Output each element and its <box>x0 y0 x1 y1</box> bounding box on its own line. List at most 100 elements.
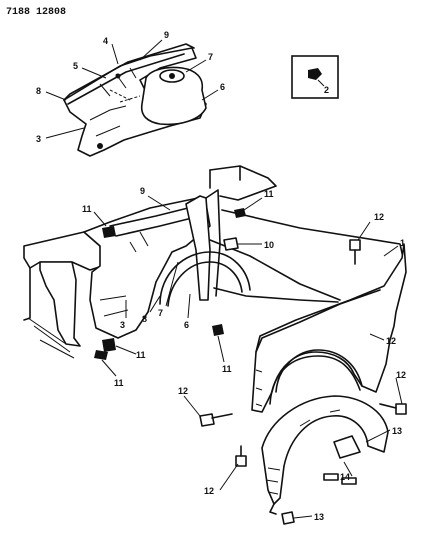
bracket-clip-2 <box>341 477 357 485</box>
cowl-edges <box>209 165 241 189</box>
label-3-main: 3 <box>120 320 125 330</box>
label-9-top: 9 <box>164 30 169 40</box>
bolt-12-right-shank <box>379 403 397 409</box>
nut-11-e <box>94 350 108 360</box>
leader-12-low <box>219 463 239 491</box>
nut-11-b <box>234 208 246 218</box>
wheel-arch-inner <box>159 251 251 305</box>
shock-tower-hole <box>169 73 175 79</box>
label-12-right-upper: 12 <box>386 336 396 346</box>
support-lower-lines <box>27 317 75 359</box>
dashed-guides <box>109 89 141 103</box>
leader-14 <box>343 461 353 477</box>
leader-12-top <box>357 221 371 241</box>
label-12-low: 12 <box>204 486 214 496</box>
leader-13-low <box>293 515 313 519</box>
label-13-right: 13 <box>392 426 402 436</box>
label-7-top: 7 <box>208 52 213 62</box>
label-1: 1 <box>400 238 405 248</box>
apron-panel <box>63 47 207 157</box>
label-11-c: 11 <box>222 364 232 374</box>
label-11-d: 11 <box>136 350 146 360</box>
leader-1 <box>383 245 399 257</box>
leader-4 <box>111 43 119 65</box>
label-14: 14 <box>340 472 350 482</box>
cowl-top <box>209 165 277 201</box>
label-11-b: 11 <box>264 189 274 199</box>
apron-hole <box>97 143 103 149</box>
leader-9 <box>139 39 163 61</box>
label-13-low: 13 <box>314 512 324 522</box>
leader-2 <box>317 79 325 87</box>
splash-shield-details <box>265 409 341 495</box>
inset-box: 2 <box>291 55 339 99</box>
bolt-12-low <box>235 455 247 467</box>
label-4: 4 <box>103 36 108 46</box>
label-6-top: 6 <box>220 82 225 92</box>
label-12-top: 12 <box>374 212 384 222</box>
leader-7 <box>185 59 207 73</box>
label-8-main: 8 <box>142 314 147 324</box>
bolt-12-mid-shank <box>211 413 233 419</box>
bracket-clip-1 <box>323 473 339 481</box>
label-11-a: 11 <box>82 204 92 214</box>
leader-9-main <box>147 195 171 211</box>
label-5: 5 <box>73 61 78 71</box>
wheel-arch-inner2 <box>167 261 243 307</box>
label-6-main: 6 <box>184 320 189 330</box>
inner-apron <box>83 197 211 339</box>
apron-rail-bottom <box>115 215 201 237</box>
cowl-strut <box>185 195 211 301</box>
strut-rear-edge <box>205 189 221 297</box>
nut-11-c <box>212 324 224 336</box>
leader-5 <box>81 67 107 79</box>
diagram-code: 7188 12808 <box>6 7 66 18</box>
bolt-12-top <box>349 239 361 251</box>
support-edge <box>23 267 31 321</box>
leader-6 <box>201 89 219 101</box>
leader-11-b <box>243 197 263 211</box>
leader-6-main <box>187 293 191 319</box>
label-9-main: 9 <box>140 186 145 196</box>
apron-creases <box>89 105 127 137</box>
label-8-top: 8 <box>36 86 41 96</box>
apron-rail-top <box>109 205 197 227</box>
clip-10 <box>223 237 239 251</box>
bolt-12-right <box>395 403 407 415</box>
screw-13-low <box>281 511 295 525</box>
leader-8-main <box>149 295 161 313</box>
leader-11-e <box>101 359 117 377</box>
label-7-main: 7 <box>158 308 163 318</box>
splash-shield <box>261 395 389 505</box>
upper-rail <box>63 43 195 101</box>
leader-12-right <box>395 377 403 405</box>
fender-wheel-lip <box>269 355 361 405</box>
main-assembly: 9 11 11 12 1 10 7 8 6 3 11 11 12 11 12 1… <box>23 165 407 525</box>
leader-11-a <box>93 211 107 227</box>
leader-11-d <box>115 345 137 355</box>
leader-12-mid <box>183 395 201 417</box>
label-12-right: 12 <box>396 370 406 380</box>
label-12-mid: 12 <box>178 386 188 396</box>
top-assembly: 4 9 5 7 8 6 3 <box>36 30 225 157</box>
splash-shield-tail <box>269 503 277 515</box>
liner-bracket <box>333 435 361 459</box>
label-11-e: 11 <box>114 378 124 388</box>
nut-11-d <box>102 338 116 352</box>
leader-12-right-upper <box>369 333 385 341</box>
upper-rail-inner <box>67 53 185 105</box>
fender-front-details <box>255 369 263 407</box>
shock-tower <box>140 66 207 126</box>
label-2: 2 <box>324 85 329 95</box>
leader-11-c <box>217 335 225 363</box>
label-10: 10 <box>264 240 274 250</box>
radiator-support-side <box>39 261 81 347</box>
leader-3 <box>45 127 85 139</box>
apron-details <box>99 231 149 317</box>
leader-13-right <box>365 429 391 443</box>
leader-7-main <box>165 261 179 307</box>
bolt <box>115 73 121 79</box>
sill-line <box>213 287 339 303</box>
